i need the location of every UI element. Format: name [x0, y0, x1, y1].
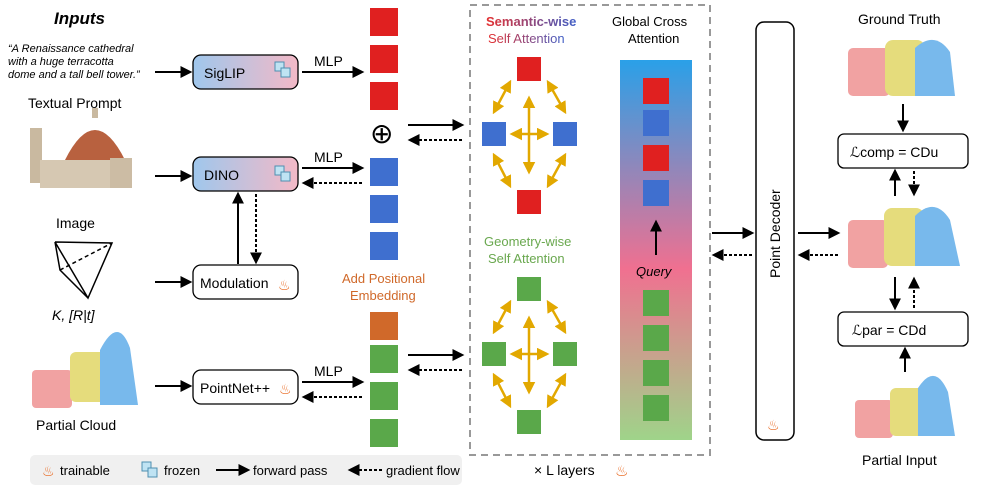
frozen-icon [274, 165, 291, 182]
pointnet-label: PointNet++ [200, 380, 270, 396]
partial-input-cloud [855, 375, 955, 438]
fire-icon: ♨ [279, 381, 292, 397]
camera-label: K, [R|t] [52, 307, 96, 323]
inputs-title: Inputs [54, 9, 105, 28]
partial-input-label: Partial Input [862, 452, 937, 468]
legend-trainable: trainable [60, 463, 110, 478]
partial-cloud-label: Partial Cloud [36, 417, 116, 433]
siglip-label: SigLIP [204, 65, 245, 81]
modulation-module[interactable]: Modulation ♨ [192, 264, 299, 300]
add-pos-embed-line-1: Add Positional [342, 271, 425, 286]
prompt-line-2: with a huge terracotta [8, 56, 114, 68]
textual-prompt-label: Textual Prompt [28, 95, 121, 111]
ground-truth-cloud [848, 39, 955, 96]
layers-label: × L layers [534, 462, 595, 478]
prompt-line-3: dome and a tall bell tower.” [8, 69, 141, 81]
legend-frozen: frozen [164, 463, 200, 478]
mlp-label-pointnet: MLP [314, 363, 343, 379]
mlp-label-siglip: MLP [314, 53, 343, 69]
plus-symbol: ⊕ [370, 118, 393, 149]
legend: ♨ trainable frozen forward pass gradient… [30, 455, 462, 485]
fire-icon: ♨ [42, 463, 55, 479]
ground-truth-label: Ground Truth [858, 11, 941, 27]
camera-frustum-icon [54, 241, 114, 300]
geometry-tokens-green [370, 345, 398, 447]
partial-cloud-image [32, 331, 138, 408]
positional-token [370, 312, 398, 340]
loss-comp-box: ℒcomp = CDu [837, 133, 969, 169]
frozen-icon [141, 461, 158, 478]
cathedral-image [30, 108, 132, 188]
point-decoder-label: Point Decoder [767, 189, 783, 278]
legend-gradient: gradient flow [386, 463, 460, 478]
attention-block [469, 4, 711, 456]
semantic-title-line-1: Semantic-wise [486, 14, 576, 29]
geometry-title-line-1: Geometry-wise [484, 234, 571, 249]
fire-icon: ♨ [615, 463, 628, 480]
pointnet-module[interactable]: PointNet++ ♨ [192, 369, 299, 405]
fire-icon: ♨ [278, 277, 291, 293]
prompt-line-1: “A Renaissance cathedral [8, 43, 134, 55]
legend-forward: forward pass [253, 463, 328, 478]
mlp-label-dino: MLP [314, 149, 343, 165]
loss-par-label: ℒpar = CDd [852, 322, 926, 338]
geometry-title-line-2: Self Attention [488, 251, 565, 266]
dino-module[interactable]: DINO [192, 156, 299, 192]
modulation-label: Modulation [200, 275, 269, 291]
point-decoder[interactable]: Point Decoder ♨ [755, 21, 795, 441]
predicted-cloud [848, 206, 960, 268]
loss-comp-label: ℒcomp = CDu [850, 144, 938, 160]
add-pos-embed-line-2: Embedding [350, 288, 416, 303]
semantic-title-line-2: Self Attention [488, 31, 565, 46]
global-tokens [643, 78, 669, 421]
query-label: Query [636, 264, 673, 279]
semantic-attention-graph [482, 57, 577, 214]
global-title-line-2: Attention [628, 31, 679, 46]
fire-icon: ♨ [767, 417, 780, 433]
siglip-module[interactable]: SigLIP [192, 54, 299, 90]
geometry-attention-graph [482, 277, 577, 434]
dino-label: DINO [204, 167, 239, 183]
semantic-tokens-red [370, 8, 398, 110]
frozen-icon [274, 61, 291, 78]
global-title-line-1: Global Cross [612, 14, 688, 29]
loss-par-box: ℒpar = CDd [837, 311, 969, 347]
image-label: Image [56, 215, 95, 231]
semantic-tokens-blue [370, 158, 398, 260]
